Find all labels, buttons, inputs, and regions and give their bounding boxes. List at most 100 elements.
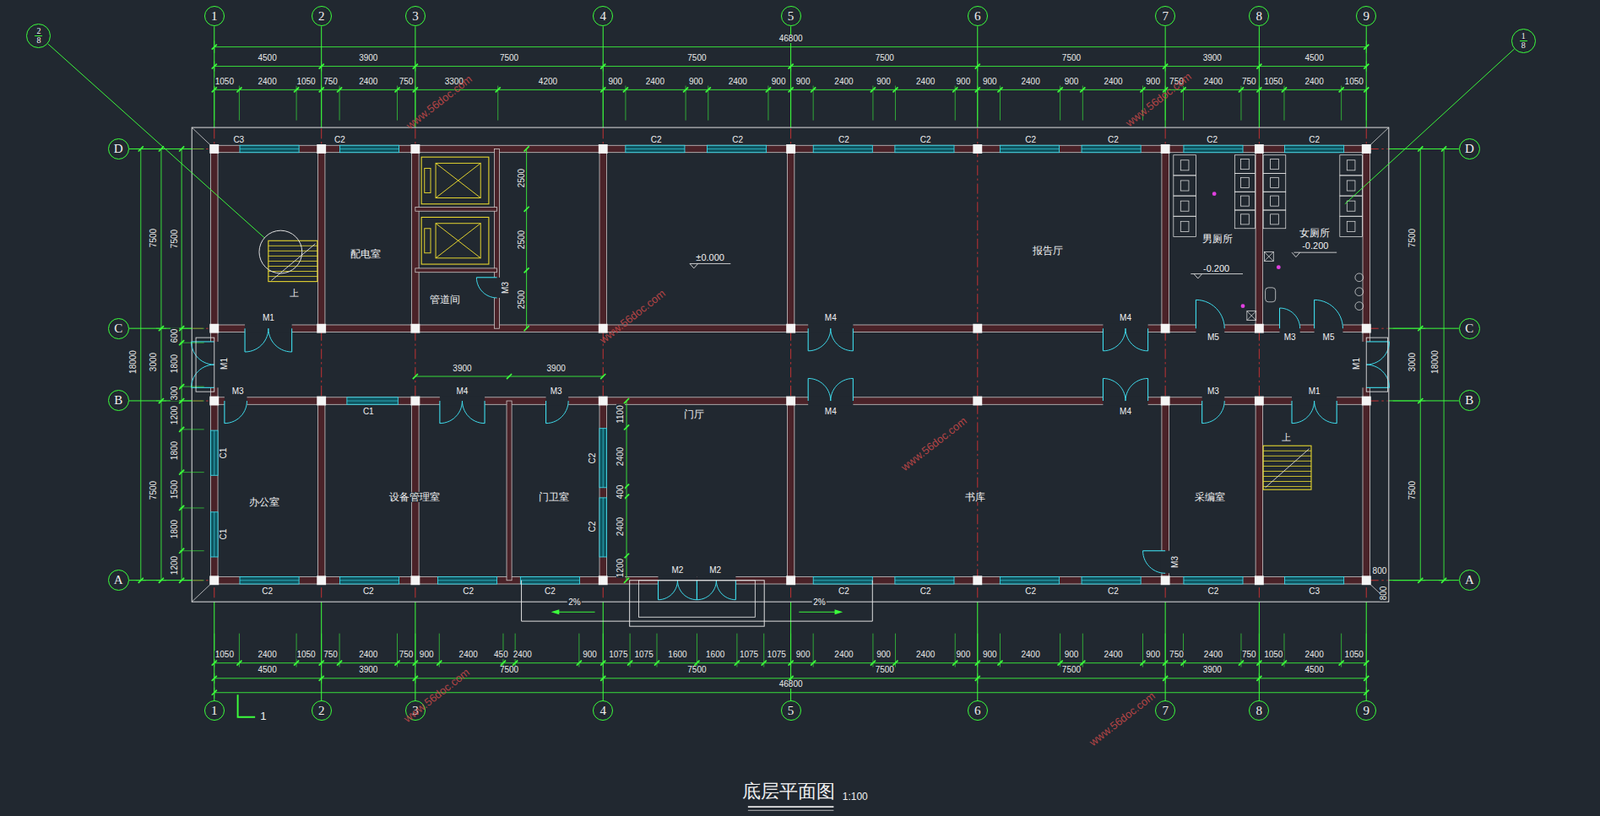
dimension-text: 7500 (1061, 54, 1082, 63)
window-glass (339, 580, 399, 581)
elevator-cab (435, 162, 481, 198)
door-opening (1160, 551, 1171, 575)
door-opening (1195, 324, 1225, 334)
elevation-text: -0.200 (1202, 263, 1231, 273)
stair-treads (1263, 450, 1312, 487)
extension-line (1182, 86, 1184, 121)
toilet-pan (1241, 159, 1250, 170)
door-leaf (1290, 401, 1292, 424)
dimension-text: 7500 (149, 227, 158, 248)
axis-bubble: 7 (1155, 5, 1176, 27)
extension-line (1366, 634, 1367, 668)
extension-line (894, 634, 896, 668)
dimension-text: 900 (795, 77, 812, 87)
window (239, 145, 299, 152)
dimension-text: 1050 (295, 650, 316, 660)
window (625, 145, 685, 152)
extension-line (179, 428, 205, 430)
extension-line (320, 61, 322, 72)
extension-line (602, 61, 604, 72)
column (1361, 396, 1372, 407)
scale-text: 1:100 (841, 791, 869, 803)
window-glass (1183, 580, 1243, 581)
opening-tag: M1 (1352, 357, 1362, 371)
door-leaf (1102, 378, 1104, 402)
door-opening (224, 396, 248, 407)
leader-line (1345, 48, 1515, 205)
axis-bubble: C (1458, 318, 1481, 340)
extension-line (1283, 86, 1285, 121)
window (339, 145, 399, 152)
dimension-text: 900 (875, 650, 892, 660)
toilet-pan (1346, 221, 1356, 232)
column (1254, 144, 1264, 154)
dimension-text: 4500 (257, 666, 278, 675)
axis-bubble: D (108, 138, 130, 160)
dimension-text: 1050 (214, 77, 235, 87)
window-glass (813, 148, 873, 150)
dimension-text: 4500 (257, 54, 278, 63)
door-swing (1291, 401, 1315, 424)
window-glass (602, 428, 604, 489)
dimension-line (214, 692, 1367, 694)
axis-bubble: 1 (204, 700, 225, 722)
dimension-text: 2400 (616, 515, 625, 537)
opening-tag: C2 (1205, 135, 1219, 145)
extension-line (156, 328, 167, 330)
dimension-text: 7500 (498, 54, 520, 63)
extension-line (976, 86, 978, 121)
dimension-text: 900 (770, 77, 787, 87)
dimension-text: 2400 (257, 650, 278, 660)
extension-line (1258, 673, 1260, 684)
room-name: 管道间 (428, 294, 462, 305)
window (894, 145, 955, 152)
dimension-text: 300 (170, 385, 179, 402)
axis-bubble: 5 (781, 700, 802, 722)
dimension-text: 900 (981, 650, 998, 660)
extension-line (439, 634, 440, 668)
door-swing (677, 580, 697, 601)
eave-line (1370, 585, 1389, 603)
room-name: 采编室 (1193, 492, 1226, 503)
dimension-line (1420, 148, 1422, 581)
dimension-text: 2400 (1203, 77, 1224, 87)
opening-tag: C2 (1307, 135, 1321, 145)
extension-line (135, 148, 147, 150)
opening-tag: C1 (219, 528, 228, 542)
dimension-tick (623, 578, 630, 584)
opening-tag: C2 (1024, 135, 1037, 145)
callout-number: 8 (34, 36, 43, 45)
opening-tag: M3 (501, 281, 510, 295)
extension-line (763, 634, 765, 668)
dimension-text: 1075 (607, 650, 629, 660)
extension-line (1142, 634, 1144, 668)
window-glass (1285, 580, 1345, 581)
elevation-text: -0.200 (1301, 241, 1329, 251)
dimension-tick (524, 325, 530, 331)
opening-tag: M4 (1118, 314, 1133, 323)
dimension-text: 2400 (257, 77, 278, 87)
opening-tag: M4 (455, 387, 470, 396)
dimension-text: 1800 (170, 519, 179, 540)
axis-bubble: 9 (1355, 5, 1377, 27)
toilet-pan (1346, 180, 1356, 191)
dimension-line (1443, 148, 1445, 581)
axis-bubble: C (108, 318, 130, 340)
opening-tag: C2 (1106, 135, 1120, 145)
extension-line (976, 634, 978, 668)
room-name: 门卫室 (537, 492, 570, 503)
extension-line (238, 634, 240, 668)
room-name: 门厅 (683, 409, 706, 420)
opening-tag: C2 (919, 135, 933, 145)
axis-number: 4 (600, 10, 608, 23)
door-leaf (484, 401, 486, 424)
extension-line (320, 86, 322, 121)
extension-line (602, 634, 604, 668)
window (813, 577, 873, 585)
window-glass (239, 580, 299, 581)
door-swing (715, 580, 736, 601)
toilet-stall (1339, 155, 1363, 176)
dimension-text: 2400 (1203, 650, 1224, 660)
extension-line (135, 580, 147, 581)
column (786, 396, 796, 407)
